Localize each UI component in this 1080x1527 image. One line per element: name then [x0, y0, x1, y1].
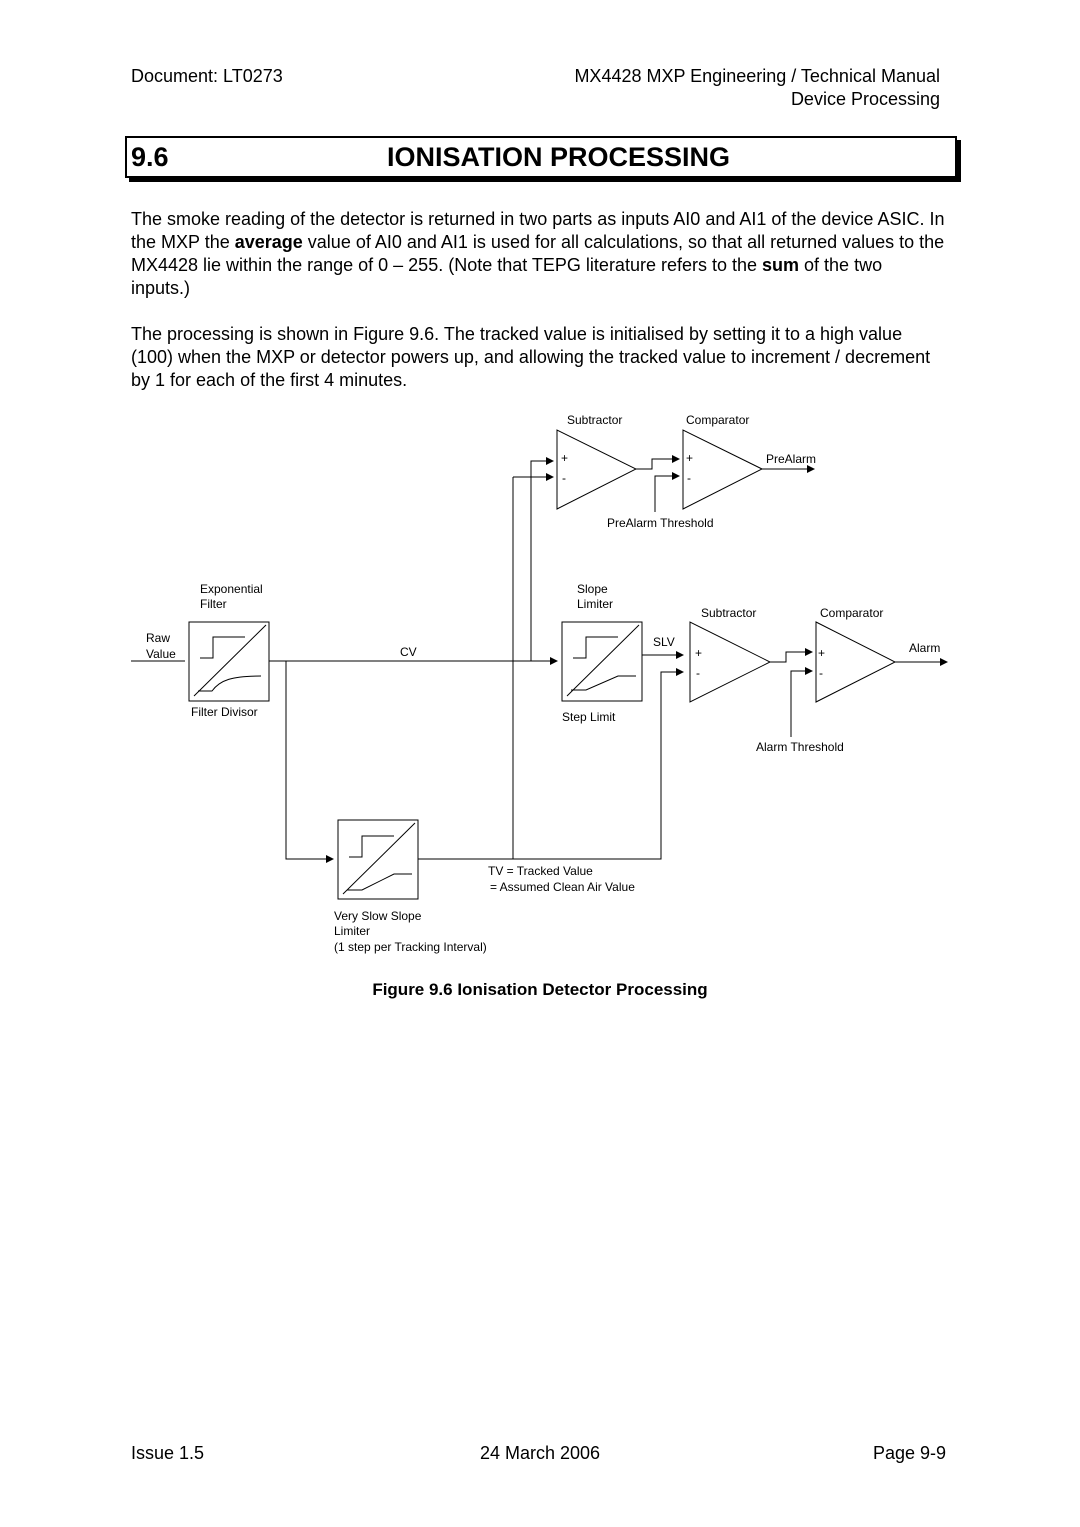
paragraph-processing: The processing is shown in Figure 9.6. T… — [131, 324, 931, 390]
section-number: 9.6 — [131, 142, 169, 172]
alarm-comparator — [815, 621, 897, 703]
p1-text-d: of the two inputs.) — [131, 255, 883, 298]
footer-date: 24 March 2006 — [479, 1443, 601, 1463]
processing-diagram: Raw Value Exponential Filter Filter Divi… — [131, 413, 948, 954]
prealarm-subtractor — [556, 429, 638, 510]
step-limit-label: Step Limit — [562, 710, 616, 724]
section-title: IONISATION PROCESSING — [387, 142, 731, 172]
subtractor-top-label: Subtractor — [567, 413, 622, 427]
value-label: Value — [146, 647, 176, 661]
cmp1-minus: - — [687, 471, 691, 485]
tv-line — [418, 668, 684, 860]
alarm-label: Alarm — [909, 641, 940, 655]
vss-label-2: Limiter — [334, 924, 370, 938]
chapter-title: Device Processing — [790, 89, 940, 109]
vss-label-3: (1 step per Tracking Interval) — [334, 940, 487, 954]
comparator-top-label: Comparator — [686, 413, 749, 427]
sub2-minus: - — [696, 666, 700, 680]
slope-limiter-block — [561, 621, 643, 702]
paragraph-smoke-reading: The smoke reading of the detector is ret… — [131, 208, 946, 300]
alarm-threshold-label: Alarm Threshold — [756, 740, 844, 754]
filter-label: Filter — [200, 597, 227, 611]
cmp1-plus: + — [686, 451, 693, 465]
comparator-bottom-label: Comparator — [820, 606, 883, 620]
prealarm-threshold-label: PreAlarm Threshold — [607, 516, 714, 530]
slv-label: SLV — [653, 635, 675, 649]
prealarm-label: PreAlarm — [766, 452, 816, 466]
p1-text-a: The smoke reading of the detector is ret… — [131, 209, 945, 252]
cmp2-minus: - — [819, 666, 823, 680]
document-id: Document: LT0273 — [131, 66, 283, 86]
figure-caption: Figure 9.6 Ionisation Detector Processin… — [372, 980, 708, 999]
footer-page: Page 9-9 — [872, 1443, 946, 1463]
alarm-subtractor — [689, 621, 772, 703]
section-heading: 9.6 IONISATION PROCESSING — [125, 136, 957, 178]
cv-branch-line — [285, 661, 334, 863]
manual-title: MX4428 MXP Engineering / Technical Manua… — [574, 66, 940, 86]
slope-label: Slope — [577, 582, 608, 596]
sub1-minus: - — [562, 471, 566, 485]
exponential-label: Exponential — [200, 582, 263, 596]
p1-bold-sum: sum — [762, 255, 800, 275]
sub2-plus: + — [695, 646, 702, 660]
vss-label-1: Very Slow Slope — [334, 909, 422, 923]
filter-divisor-label: Filter Divisor — [191, 705, 258, 719]
sub1-plus: + — [561, 451, 568, 465]
p1-bold-average: average — [234, 232, 303, 252]
tv-label-1: TV = Tracked Value — [488, 864, 593, 878]
limiter-label: Limiter — [577, 597, 613, 611]
raw-label: Raw — [146, 631, 170, 645]
footer-issue: Issue 1.5 — [131, 1443, 205, 1463]
p1-text-c: value of AI0 and AI1 is used for all cal… — [131, 232, 945, 275]
tv-label-2: = Assumed Clean Air Value — [490, 880, 635, 894]
subtractor-bottom-label: Subtractor — [701, 606, 756, 620]
cmp2-plus: + — [818, 646, 825, 660]
cv-label: CV — [400, 645, 417, 659]
prealarm-comparator — [682, 429, 764, 510]
